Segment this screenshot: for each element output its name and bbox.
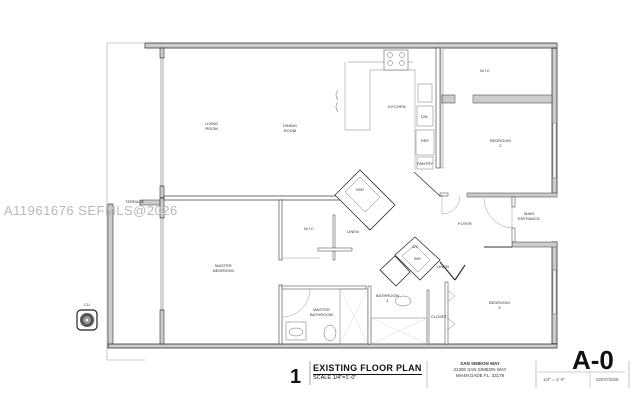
label-dining-room: DINING ROOM [283, 123, 297, 133]
ac-closet [379, 236, 441, 287]
sheet-date: 02/07/2026 [596, 377, 619, 382]
exterior-wall-bottom [107, 343, 558, 349]
address-line-1: SAN SIMEON WAY [460, 361, 500, 366]
label-master-bedroom: MASTER BEDROOM [213, 263, 234, 273]
laundry-closet [334, 169, 396, 231]
sheet-number: A-0 [572, 345, 614, 375]
label-closet: CLOSET [431, 314, 448, 319]
label-main-entrance: MAIN ENTRANCE [518, 211, 541, 221]
label-bedroom-2: BEDROOM 2 [490, 138, 511, 148]
label-wic-master: W.I.C [304, 226, 314, 231]
exterior-wall-top [144, 42, 558, 49]
drawing-scale: SCALE 1/4"=1'-0" [313, 375, 357, 381]
address-line-2: 21300 SAN SIMEON WAY [453, 367, 507, 372]
drawing-title: EXISTING FLOOR PLAN [313, 363, 422, 375]
master-toilet [323, 324, 337, 342]
master-sink [285, 321, 307, 341]
label-ac: A/C [412, 244, 419, 249]
label-ref: REF. [421, 138, 430, 143]
kitchen-sink [417, 83, 433, 103]
terrace-outline [106, 43, 145, 361]
address-line-3: MIAMI DADE FL. 33179 [455, 373, 505, 378]
label-cu: CU [84, 302, 90, 307]
label-linen-2: LINEN [437, 264, 449, 269]
label-terrace: TERRACE [125, 199, 145, 204]
bathroom2-toilet [394, 295, 412, 307]
label-wd: W/D [356, 187, 364, 192]
label-living-room: LIVING ROOM [205, 121, 219, 131]
label-linen-1: LINEN [347, 229, 359, 234]
label-kitchen: KITCHEN [388, 104, 406, 109]
label-bedroom-3: BEDROOM 3 [489, 300, 510, 310]
label-wh: WH [414, 256, 421, 261]
label-master-bathroom: MASTER BATHROOM [310, 307, 333, 317]
cu-unit [76, 309, 98, 331]
project-address: SAN SIMEON WAY 21300 SAN SIMEON WAY MIAM… [445, 361, 515, 379]
label-wic-bedroom2: W.I.C [480, 68, 490, 73]
sheet-scale: 1/4" = 1'-0" [543, 377, 565, 382]
label-bathroom-2: BATHROOM 2 [376, 293, 399, 303]
label-foyer: FOYER [458, 221, 472, 226]
drawing-number: 1 [290, 366, 302, 388]
label-dw: DW [421, 114, 428, 119]
label-pantry: PANTRY [417, 161, 433, 166]
mls-watermark: A11961676 SEFMLS@2026 [4, 203, 178, 218]
stove [383, 49, 409, 71]
